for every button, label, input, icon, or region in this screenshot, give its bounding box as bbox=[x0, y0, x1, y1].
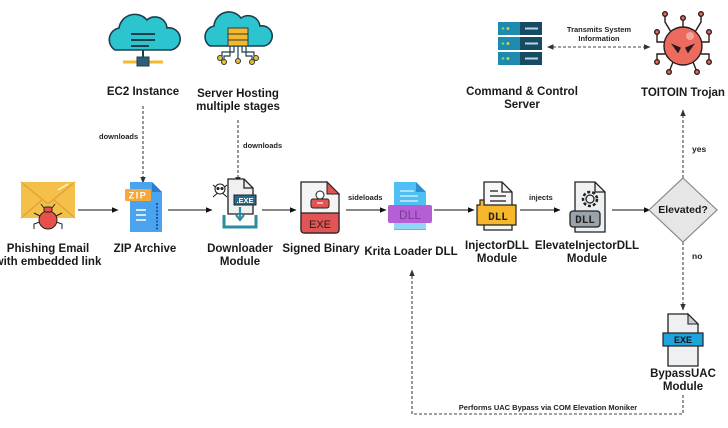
trojan-label: TOITOIN Trojan bbox=[641, 87, 725, 99]
downloader-label: Downloader Module bbox=[207, 243, 273, 269]
edge-label-injects: injects bbox=[529, 193, 553, 202]
phishing-label-line2: with embedded link bbox=[0, 256, 102, 268]
bypassuac-label-line2: Module bbox=[662, 381, 704, 393]
signed-binary-label: Signed Binary bbox=[282, 243, 360, 255]
server-hosting-label: Server Hosting multiple stages bbox=[196, 88, 280, 114]
exe-file-icon: EXE bbox=[300, 180, 341, 234]
edge-label-downloads-server: downloads bbox=[243, 141, 283, 150]
injector-label: InjectorDLL Module bbox=[465, 240, 529, 266]
injector-badge: DLL bbox=[488, 212, 508, 224]
dll-gear-icon: DLL bbox=[569, 181, 606, 233]
edge-label-yes: yes bbox=[692, 144, 707, 154]
edge-label-no: no bbox=[692, 251, 703, 261]
dashed-edges bbox=[140, 44, 686, 415]
dll-document-icon: DLL bbox=[476, 181, 517, 231]
decision-diamond bbox=[648, 177, 718, 243]
cloud-server-icon bbox=[204, 11, 273, 65]
server-hosting-label-line1: Server Hosting bbox=[197, 88, 279, 100]
phishing-label-line1: Phishing Email bbox=[6, 243, 90, 255]
exe-download-icon: .EXE bbox=[212, 178, 258, 229]
edge-label-transmits-line1: Transmits System bbox=[566, 25, 632, 34]
elevate-injector-label: ElevateInjectorDLL Module bbox=[535, 240, 639, 266]
phishing-label: Phishing Email with embedded link bbox=[0, 243, 101, 269]
decision-label: Elevated? bbox=[658, 204, 708, 216]
downloader-badge: .EXE bbox=[236, 196, 253, 205]
signed-binary-badge: EXE bbox=[309, 219, 331, 231]
dll-file-icon: DLL bbox=[388, 182, 432, 230]
downloader-label-line1: Downloader bbox=[207, 243, 273, 255]
ec2-label: EC2 Instance bbox=[106, 86, 180, 98]
elevate-injector-label-line1: ElevateInjectorDLL bbox=[534, 240, 640, 252]
c2-label: Command & Control Server bbox=[466, 86, 578, 112]
cloud-network-icon bbox=[108, 13, 181, 67]
bypassuac-label-line1: BypassUAC bbox=[650, 368, 716, 380]
edge-label-sideloads: sideloads bbox=[348, 193, 383, 202]
c2-label-line1: Command & Control bbox=[466, 86, 578, 98]
edge-label-downloads-ec2: downloads bbox=[99, 132, 139, 141]
c2-label-line2: Server bbox=[504, 99, 540, 111]
edge-bypass-loop bbox=[409, 269, 684, 415]
krita-badge: DLL bbox=[399, 208, 421, 222]
krita-label: Krita Loader DLL bbox=[364, 246, 458, 258]
zip-label: ZIP Archive bbox=[113, 243, 177, 255]
bypassuac-label: BypassUAC Module bbox=[650, 368, 716, 394]
exe-file-icon: EXE bbox=[662, 312, 704, 367]
injector-label-line2: Module bbox=[476, 253, 518, 265]
edge-label-bypass-loop: Performs UAC Bypass via COM Elevation Mo… bbox=[458, 403, 638, 412]
server-hosting-label-line2: multiple stages bbox=[196, 101, 280, 113]
edge-label-transmits-line2: Information bbox=[578, 34, 620, 43]
virus-icon bbox=[654, 11, 713, 76]
injector-label-line1: InjectorDLL bbox=[465, 240, 529, 252]
elevate-injector-label-line2: Module bbox=[566, 253, 608, 265]
zip-file-icon: ZIP bbox=[125, 182, 162, 232]
email-bug-icon bbox=[20, 181, 76, 230]
downloader-label-line2: Module bbox=[219, 256, 261, 268]
edge-label-transmits: Transmits System Information bbox=[567, 25, 631, 43]
zip-badge: ZIP bbox=[129, 191, 148, 201]
server-rack-icon bbox=[498, 22, 542, 65]
elevate-badge: DLL bbox=[575, 215, 595, 227]
bypass-badge: EXE bbox=[674, 335, 692, 345]
